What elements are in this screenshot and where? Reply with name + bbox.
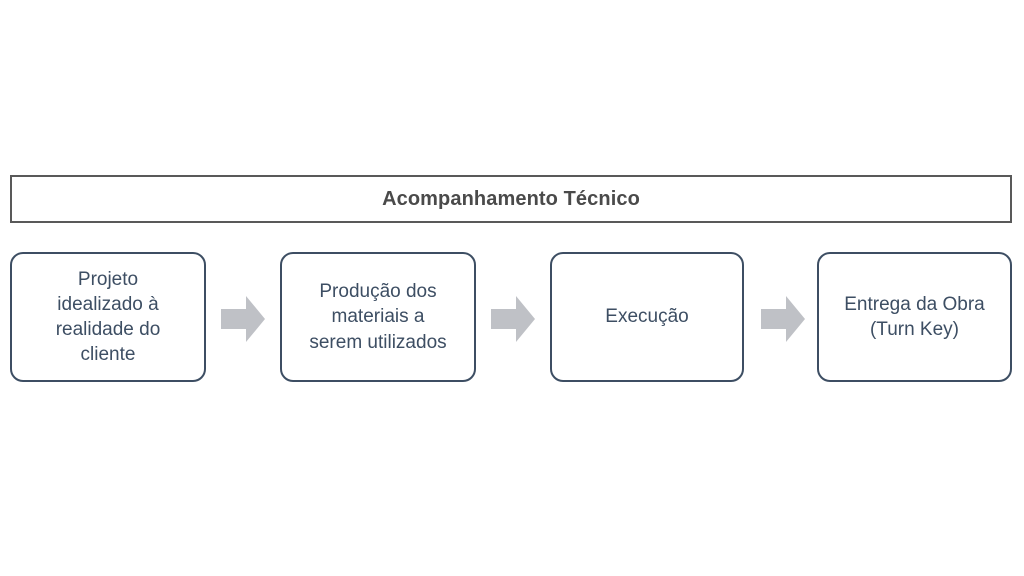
banner-title: Acompanhamento Técnico: [382, 188, 640, 210]
right-block-arrow-icon-2: [491, 296, 535, 342]
process-step-box-3[interactable]: Execução: [550, 252, 744, 382]
right-block-arrow-icon-1: [221, 296, 265, 342]
process-step-label-1: Projeto idealizado à realidade do client…: [55, 268, 161, 366]
process-step-label-4: Entrega da Obra (Turn Key): [844, 293, 985, 340]
process-step-box-1[interactable]: Projeto idealizado à realidade do client…: [10, 252, 206, 382]
banner-acompanhamento-tecnico: Acompanhamento Técnico: [10, 175, 1012, 223]
right-block-arrow-icon-3: [761, 296, 805, 342]
process-step-label-2: Produção dos materiais a serem utilizado…: [309, 281, 447, 353]
process-step-box-2[interactable]: Produção dos materiais a serem utilizado…: [280, 252, 476, 382]
process-step-box-4[interactable]: Entrega da Obra (Turn Key): [817, 252, 1012, 382]
process-step-label-3: Execução: [605, 306, 689, 328]
